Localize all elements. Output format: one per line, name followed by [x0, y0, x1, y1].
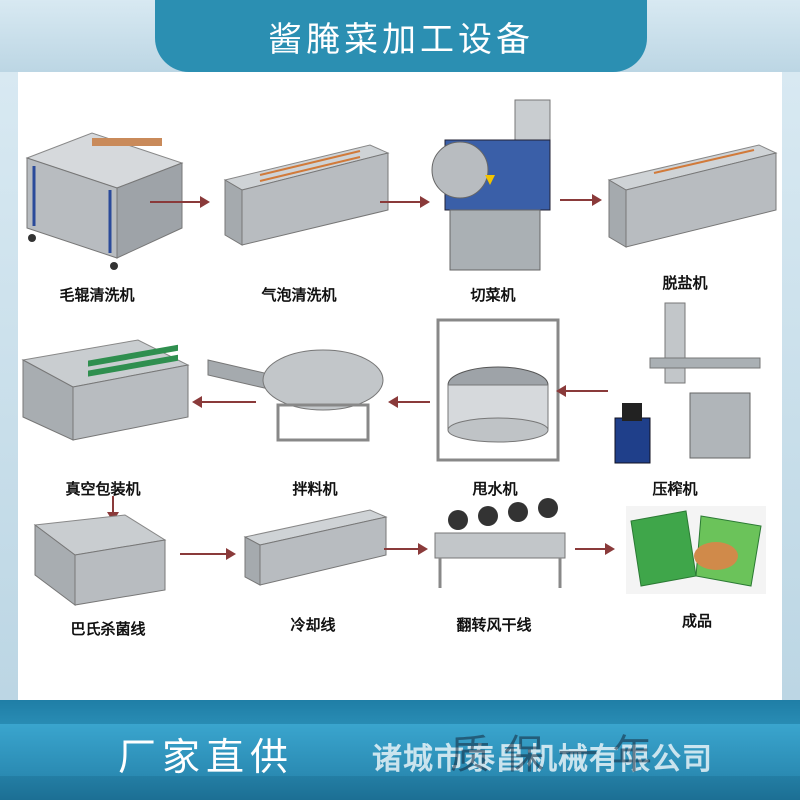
- flow-arrow-9: [384, 543, 428, 555]
- machine-label-1: 毛辊清洗机: [59, 286, 135, 304]
- machine-label-11: 翻转风干线: [456, 616, 532, 634]
- flow-arrow-10: [575, 543, 615, 555]
- title-banner: 酱腌菜加工设备: [155, 0, 647, 72]
- brush-washer-image: [25, 132, 184, 270]
- machine-label-9: 巴氏杀菌线: [70, 620, 146, 638]
- machine-label-10: 冷却线: [290, 616, 336, 634]
- flow-arrow-3: [560, 194, 602, 206]
- flow-arrow-6: [556, 385, 608, 397]
- footer-slogan: 厂家直供: [118, 735, 295, 779]
- left-border: [0, 72, 18, 700]
- flow-arrow-4: [192, 396, 256, 408]
- flow-arrow-5: [388, 396, 430, 408]
- footer-watermark: 质保一年: [450, 732, 666, 778]
- vegetable-cutter-image: [431, 99, 551, 271]
- machine-label-6: 拌料机: [292, 480, 338, 498]
- page-title: 酱腌菜加工设备: [268, 19, 534, 60]
- machine-label-2: 气泡清洗机: [261, 286, 337, 304]
- machine-label-5: 真空包装机: [65, 480, 141, 498]
- pasteurization-line-image: [33, 514, 167, 606]
- press-machine-image: [614, 302, 761, 464]
- cooling-line-image: [243, 509, 388, 586]
- machine-label-4: 脱盐机: [662, 274, 708, 292]
- finished-product-image: [626, 506, 766, 594]
- dewatering-machine-image: [436, 318, 560, 462]
- machine-label-7: 甩水机: [472, 480, 518, 498]
- machine-label-8: 压榨机: [652, 480, 698, 498]
- machine-label-3: 切菜机: [470, 286, 516, 304]
- right-border: [782, 72, 800, 700]
- footer-band: [0, 700, 800, 800]
- desalting-machine-image: [607, 144, 778, 248]
- flow-arrow-8: [180, 548, 236, 560]
- machine-label-12: 成品: [681, 612, 712, 630]
- flow-arrow-2: [380, 196, 430, 208]
- vacuum-packer-image: [21, 339, 190, 441]
- mixer-image: [207, 349, 384, 442]
- bubble-washer-image: [223, 144, 390, 246]
- air-drying-line-image: [434, 498, 566, 588]
- footer-company: 诸城市泰昌机械有限公司: [372, 742, 713, 777]
- flow-arrow-1: [150, 196, 210, 208]
